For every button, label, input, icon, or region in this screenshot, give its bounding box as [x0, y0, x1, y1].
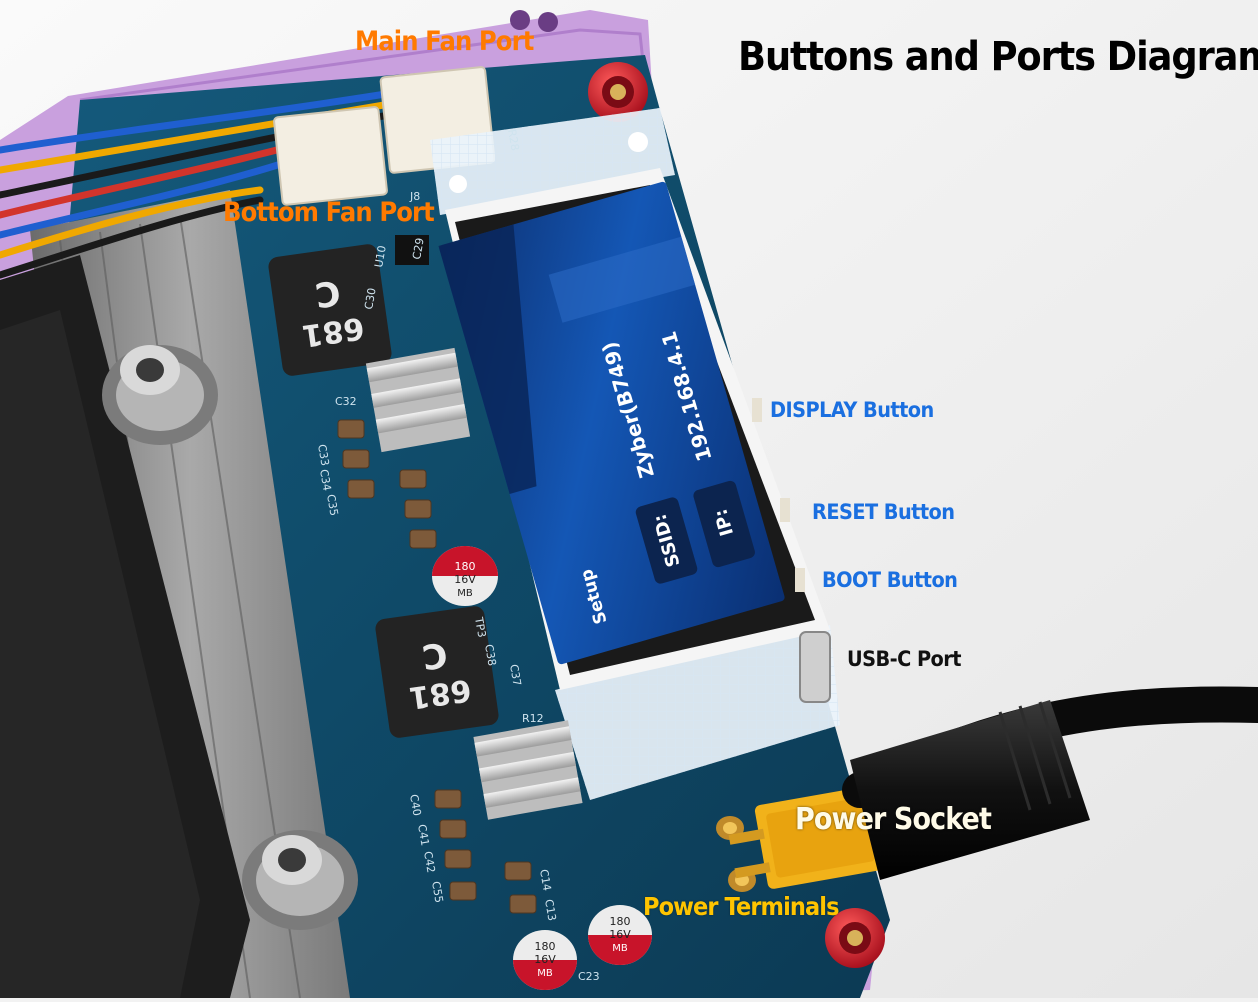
screw-bottom — [242, 830, 358, 930]
inductor-code: C — [419, 634, 449, 677]
frame-hole — [510, 10, 530, 30]
frame-hole — [538, 12, 558, 32]
label-power-socket: Power Socket — [795, 802, 992, 837]
silk-c33: C33 — [315, 443, 332, 467]
mount-nut-top — [588, 62, 648, 122]
inductor-top: C 681 — [268, 244, 392, 376]
silk-c55: C55 — [429, 880, 446, 904]
mini-heatsink-bottom — [473, 720, 583, 820]
label-bottom-fan-port: Bottom Fan Port — [223, 197, 435, 228]
svg-text:16V: 16V — [609, 928, 631, 941]
svg-text:180: 180 — [455, 560, 476, 573]
diagram-title: Buttons and Ports Diagram — [738, 34, 1258, 80]
usb-c-port[interactable] — [799, 631, 831, 703]
silk-c13: C13 — [542, 898, 559, 922]
label-power-terminals: Power Terminals — [643, 892, 840, 921]
silk-c38: C38 — [482, 643, 499, 667]
mini-heatsink-top — [365, 347, 471, 453]
svg-text:16V: 16V — [534, 953, 556, 966]
silk-c40: C40 — [407, 793, 424, 817]
label-main-fan-port: Main Fan Port — [355, 26, 534, 57]
label-usb-c-port: USB-C Port — [847, 647, 961, 671]
ssid-label-box — [635, 497, 698, 584]
reset-button[interactable] — [780, 498, 790, 522]
svg-text:180: 180 — [535, 940, 556, 953]
lcd-screen: Setup SSID: IP: Zyber(B749) 192.168.4.1 — [438, 181, 785, 665]
inductor-value: 681 — [407, 672, 474, 715]
svg-text:MB: MB — [457, 588, 473, 599]
silk-c23: C23 — [578, 970, 600, 983]
inductor-bottom: C 681 — [375, 606, 499, 738]
silk-r12: R12 — [522, 712, 544, 725]
silk-c34: C34 — [317, 468, 334, 492]
silk-c35: C35 — [324, 493, 341, 517]
silk-c30: C30 — [362, 287, 379, 311]
bottom-fan-connector — [273, 106, 388, 206]
silk-c29: C29 — [410, 237, 427, 261]
svg-text:MB: MB — [612, 943, 628, 954]
power-plug — [850, 700, 1090, 880]
inductor-value: 681 — [300, 310, 367, 353]
silk-tp3: TP3 — [472, 615, 489, 638]
electrolytic-cap-3: 180 16V MB — [588, 905, 652, 965]
electrolytic-cap-2: 180 16V MB — [513, 930, 577, 990]
power-socket[interactable] — [724, 785, 886, 895]
ip-label-box — [693, 480, 755, 568]
silk-j8: J8 — [409, 190, 420, 203]
ceramic-caps — [337, 419, 537, 914]
svg-text:MB: MB — [537, 968, 553, 979]
label-display-button: DISPLAY Button — [770, 398, 934, 422]
svg-text:180: 180 — [610, 915, 631, 928]
label-boot-button: BOOT Button — [822, 568, 958, 592]
ic-u10 — [395, 235, 429, 265]
display-button[interactable] — [752, 398, 762, 422]
screw-top — [102, 345, 218, 445]
silk-c42: C42 — [421, 850, 438, 874]
silk-r28: R28 — [505, 128, 522, 152]
label-reset-button: RESET Button — [812, 500, 955, 524]
svg-text:16V: 16V — [454, 573, 476, 586]
silk-u10: U10 — [372, 245, 389, 269]
inductor-code: C — [312, 272, 342, 315]
silk-c32: C32 — [335, 395, 357, 408]
silk-c37: C37 — [507, 663, 524, 687]
silk-c14: C14 — [537, 868, 554, 892]
mount-nut-bottom — [825, 908, 885, 968]
silk-c41: C41 — [415, 823, 432, 847]
electrolytic-cap-1: 180 16V MB — [432, 546, 498, 606]
boot-button[interactable] — [795, 568, 805, 592]
